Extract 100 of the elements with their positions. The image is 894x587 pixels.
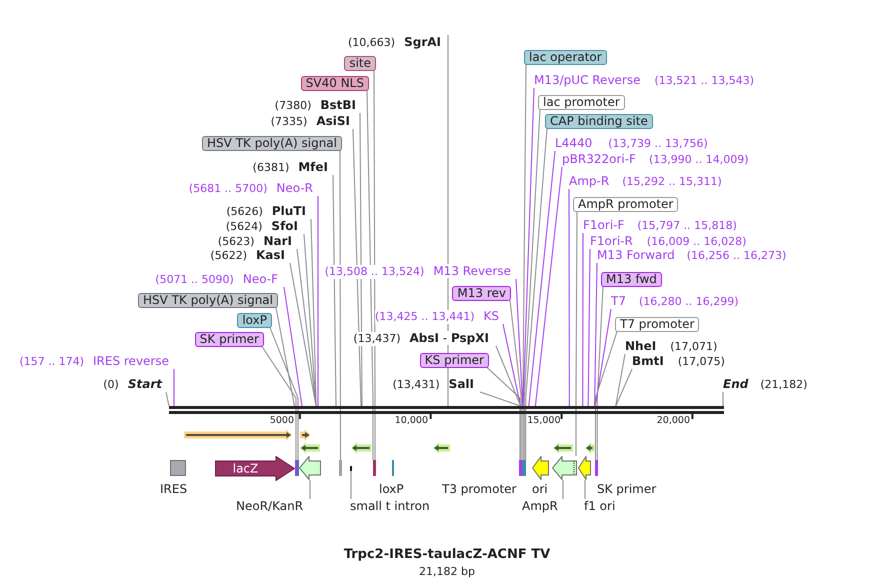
- primer-name: Amp-R: [569, 174, 610, 188]
- primer-name: M13 Forward: [597, 248, 675, 262]
- position-label: (10,663): [348, 36, 396, 50]
- enzyme-name: BmtI: [632, 354, 664, 368]
- feature-tag: SV40 NLS: [300, 76, 369, 90]
- primer-name: M13 Reverse: [433, 264, 511, 278]
- dna-backbone: [169, 406, 724, 414]
- leader-line: [340, 150, 341, 460]
- feature-tag: CAP binding site: [545, 114, 653, 128]
- feature-name: T3 promoter: [442, 482, 516, 496]
- primer-name: pBR322ori-F: [562, 152, 636, 166]
- leader-line: [522, 88, 534, 406]
- leader-line: [576, 211, 578, 456]
- leader-line: [524, 109, 540, 460]
- primer-name: Neo-R: [276, 181, 313, 195]
- leader-line: [568, 188, 570, 406]
- leader-line: [534, 166, 562, 406]
- position-label: (7380): [274, 99, 312, 113]
- enzyme-name: SfoI: [271, 219, 298, 233]
- primer-name: F1ori-R: [590, 234, 633, 248]
- position-label: (15,292 .. 15,311): [622, 175, 722, 189]
- enzyme-name: KasI: [256, 248, 285, 262]
- feature-tag: SK primer: [194, 332, 264, 346]
- position-label: (16,009 .. 16,028): [646, 235, 746, 249]
- leader-line: [270, 327, 298, 460]
- leader-line: [374, 70, 376, 460]
- feature-name: SK primer: [597, 482, 656, 496]
- feature-tag: M13 fwd: [601, 272, 662, 286]
- feature-bar: [372, 460, 376, 476]
- map-end-label: End: [723, 377, 748, 391]
- feature-tag: AmpR promoter: [573, 196, 678, 212]
- enzyme-name: BstBI: [320, 98, 356, 112]
- leader-line: [528, 150, 556, 406]
- leader-line: [588, 248, 590, 406]
- feature-tag: site: [344, 56, 376, 70]
- enzyme-name: SalI: [448, 377, 474, 391]
- primer-name: KS: [484, 309, 499, 323]
- feature-bar: [594, 460, 598, 476]
- position-label: (5623): [218, 235, 254, 249]
- feature-name: IRES: [160, 482, 188, 496]
- leader-line: [584, 480, 586, 500]
- leader-line: [296, 248, 317, 406]
- leader-line: [480, 392, 521, 406]
- position-label: (7335): [270, 115, 308, 129]
- leader-line: [615, 354, 626, 406]
- leader-line: [290, 262, 316, 406]
- position-label: (15,797 .. 15,818): [637, 219, 737, 233]
- reading-frame-mark: [300, 429, 310, 441]
- feature-tag: HSV TK poly(A) signal: [202, 136, 342, 150]
- primer-name: F1ori-F: [583, 218, 624, 232]
- enzyme-name: SgrAI: [404, 35, 441, 49]
- scale-label: 20,000: [656, 414, 690, 428]
- position-label: (13,508 .. 13,524): [324, 265, 424, 279]
- scale-label: 10,000: [394, 414, 428, 428]
- position-label: (16,280 .. 16,299): [638, 295, 739, 309]
- leader-line: [486, 367, 520, 460]
- position-label: (5622): [210, 249, 247, 263]
- scale-label: 5000: [270, 414, 294, 428]
- feature-name: ori: [532, 482, 548, 496]
- leader-line: [516, 278, 524, 406]
- primer-name: Neo-F: [242, 272, 278, 286]
- feature-bar: [519, 460, 522, 476]
- position-label: (13,431): [392, 378, 440, 392]
- feature-bar: [522, 460, 526, 476]
- leader-line: [522, 64, 526, 460]
- leader-line: [262, 346, 296, 460]
- position-label: (17,071): [670, 340, 718, 354]
- feature-tag: lac promoter: [538, 94, 625, 110]
- reading-frame-mark: [585, 442, 594, 454]
- feature-name: AmpR: [522, 499, 558, 513]
- leader-line: [496, 346, 522, 406]
- position-label: (6381): [252, 161, 290, 175]
- leader-line: [366, 90, 374, 460]
- leader-line: [284, 286, 302, 406]
- feature-bar: [339, 460, 342, 476]
- feature-name: f1 ori: [584, 499, 616, 513]
- leader-line: [525, 128, 548, 460]
- leader-line: [276, 307, 295, 406]
- feature-name: lacZ: [232, 462, 258, 475]
- leader-line: [350, 470, 352, 500]
- feature-tag: KS primer: [420, 352, 489, 368]
- caption: 21,182 bp: [419, 565, 475, 579]
- scale-label: 15,000: [527, 414, 560, 428]
- feature-symbol: [552, 456, 577, 480]
- position-label: (13,437): [353, 332, 400, 346]
- enzyme-name: NheI: [625, 339, 656, 353]
- position-label: (0): [103, 378, 119, 392]
- leader-line: [722, 392, 724, 406]
- primer-name: IRES reverse: [93, 354, 169, 368]
- enzyme-name: PluTI: [272, 204, 306, 218]
- leader-line: [360, 112, 362, 406]
- leader-line: [332, 174, 336, 406]
- position-label: (13,990 .. 14,009): [648, 153, 748, 167]
- position-label: (13,521 .. 13,543): [654, 74, 754, 88]
- position-label: (5071 .. 5090): [155, 273, 234, 287]
- feature-tag: HSV TK poly(A) signal: [138, 292, 278, 308]
- leader-line: [596, 286, 604, 460]
- enzyme-name: AsiSI: [316, 114, 350, 128]
- leader-line: [510, 300, 522, 460]
- enzyme-name: AbsI - PspXI: [410, 331, 489, 345]
